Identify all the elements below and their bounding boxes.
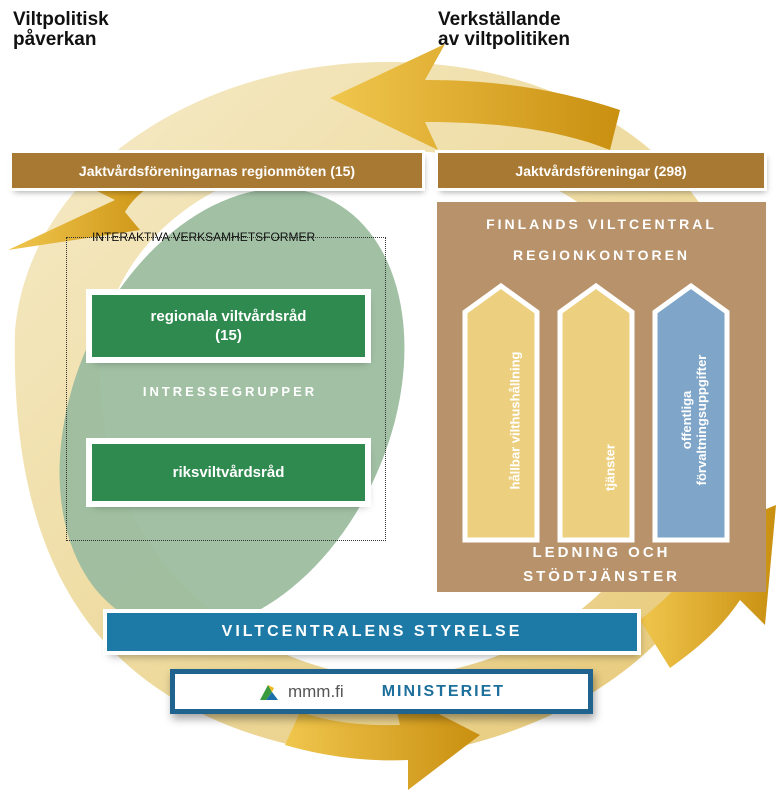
bar-regional-meetings: Jaktvårdsföreningarnas regionmöten (15): [12, 153, 422, 188]
centre-title: FINLANDS VILTCENTRAL: [486, 216, 717, 232]
pillar-public: [652, 282, 730, 543]
bar-hunting-associations: Jaktvårdsföreningar (298): [438, 153, 764, 188]
mmm-logo-icon: [259, 684, 278, 700]
national-council-box: riksviltvårdsråd: [92, 444, 365, 501]
regional-council-box: regionala viltvårdsråd (15): [92, 295, 365, 357]
board-bar: VILTCENTRALENS STYRELSE: [107, 613, 637, 651]
pillars: [462, 282, 730, 543]
ministry-logo-text: mmm.fi: [287, 681, 344, 701]
centre-subtitle: REGIONKONTOREN: [512, 247, 691, 263]
ministry-bar: mmm.fi MINISTERIET: [170, 669, 593, 714]
heading-right: Verkställande av viltpolitiken: [438, 9, 570, 50]
pillar-sustainable: [462, 282, 540, 543]
pillar-label-public: offentliga förvaltningsuppgifter: [679, 354, 709, 486]
interactive-frame: [66, 237, 386, 541]
ministry-label: MINISTERIET: [381, 682, 506, 700]
interactive-label: INTERAKTIVA VERKSAMHETSFORMER: [92, 230, 316, 244]
interest-groups-label: INTRESSEGRUPPER: [142, 384, 318, 399]
arrow-bottom: [285, 690, 480, 790]
pillar-label-sustainable: hållbar vilthushållning: [507, 351, 523, 490]
support-label: STÖDTJÄNSTER: [523, 568, 680, 585]
heading-left: Viltpolitisk påverkan: [13, 9, 109, 50]
pillar-services: [557, 282, 635, 543]
pillar-label-services: tjänster: [602, 444, 618, 491]
arrow-top: [330, 44, 620, 150]
management-label: LEDNING OCH: [532, 544, 671, 561]
